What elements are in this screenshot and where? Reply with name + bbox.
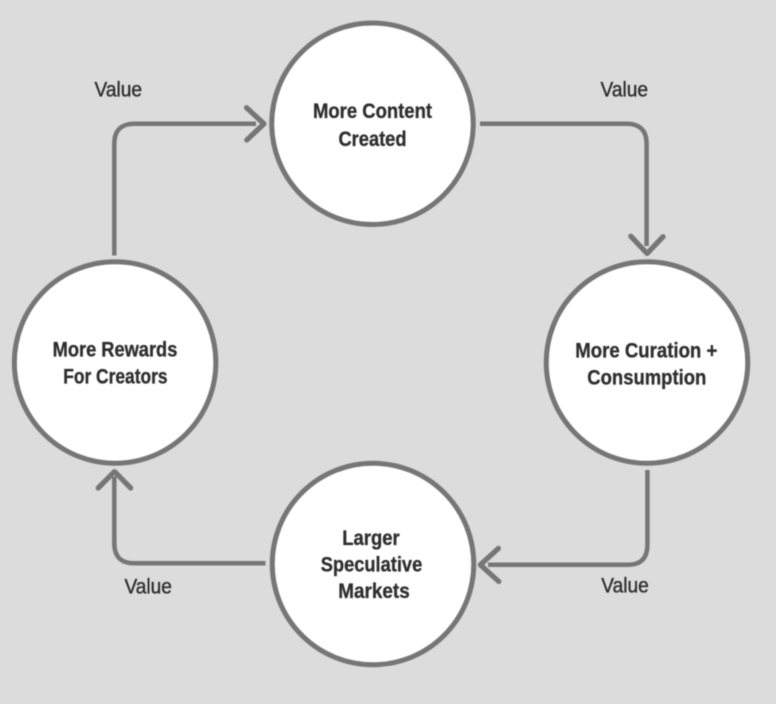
svg-text:For Creators: For Creators — [63, 366, 167, 389]
svg-text:Speculative: Speculative — [321, 554, 423, 577]
svg-text:Value: Value — [124, 576, 172, 599]
svg-text:More Rewards: More Rewards — [53, 339, 178, 362]
svg-text:Larger: Larger — [342, 527, 400, 550]
svg-text:Created: Created — [339, 128, 407, 151]
svg-text:Value: Value — [95, 78, 143, 101]
svg-text:More Curation +: More Curation + — [575, 339, 717, 362]
svg-text:More Content: More Content — [313, 100, 432, 123]
svg-text:Consumption: Consumption — [587, 367, 706, 390]
svg-text:Value: Value — [601, 574, 649, 597]
svg-text:Value: Value — [601, 79, 649, 102]
svg-text:Markets: Markets — [338, 580, 410, 603]
